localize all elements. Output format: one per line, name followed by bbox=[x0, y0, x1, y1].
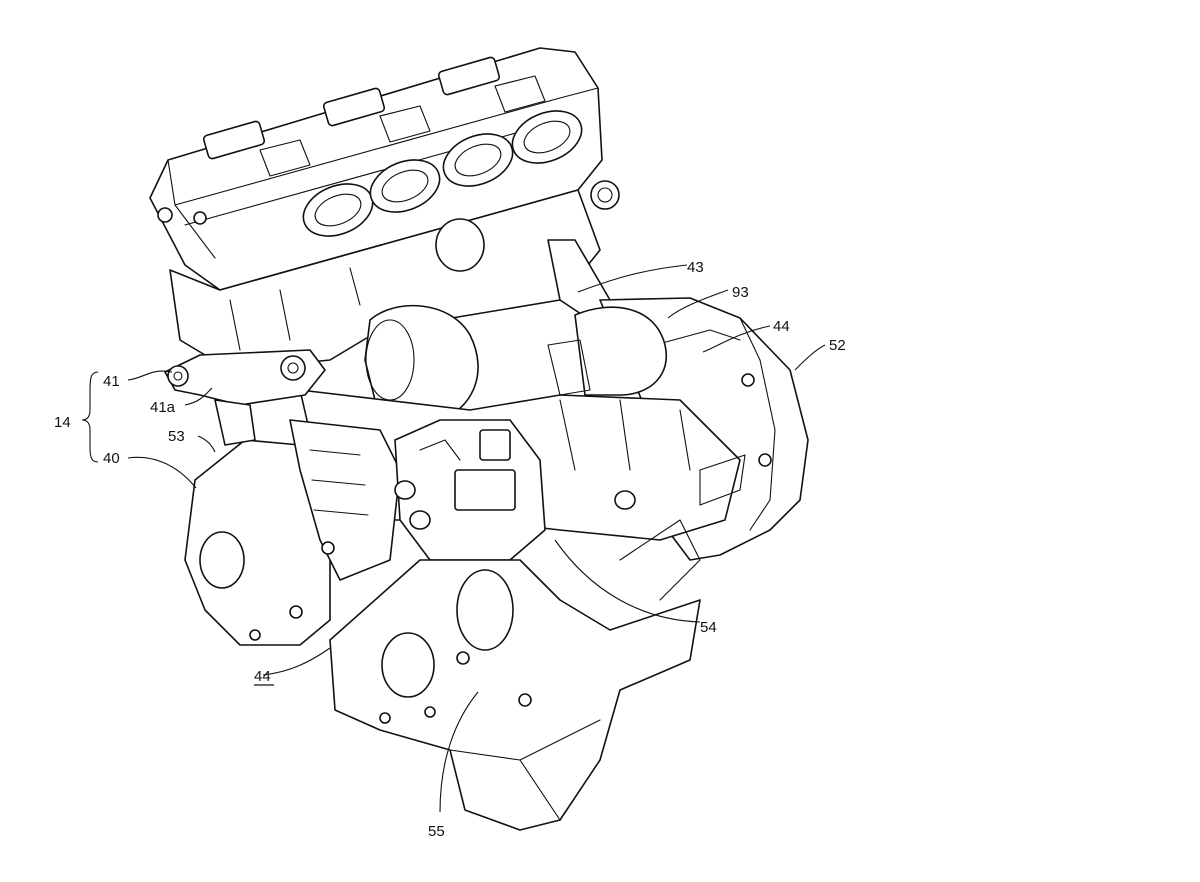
intake-ports bbox=[302, 110, 620, 237]
reference-labels: 14 41 41a 53 40 44 43 93 44 52 54 55 bbox=[54, 259, 846, 840]
oil-pump-area bbox=[394, 419, 546, 561]
label-41a: 41a bbox=[150, 399, 176, 416]
label-54: 54 bbox=[700, 619, 717, 636]
label-41: 41 bbox=[103, 373, 120, 390]
label-44-right: 44 bbox=[773, 318, 790, 335]
label-44-bottom: 44 bbox=[254, 668, 271, 685]
cylinder-head-cover bbox=[149, 47, 603, 291]
leader-lines bbox=[81, 264, 826, 813]
side-boss bbox=[547, 306, 668, 396]
label-52: 52 bbox=[829, 337, 846, 354]
engine-mount-bracket bbox=[164, 349, 326, 446]
label-93: 93 bbox=[732, 284, 749, 301]
label-55: 55 bbox=[428, 823, 445, 840]
cylinder-block bbox=[169, 189, 611, 371]
label-14: 14 bbox=[54, 414, 71, 431]
generator-cover bbox=[184, 439, 331, 646]
label-40: 40 bbox=[103, 450, 120, 467]
crankcase-center bbox=[289, 419, 401, 581]
label-43: 43 bbox=[687, 259, 704, 276]
oil-pan bbox=[329, 519, 701, 831]
label-53: 53 bbox=[168, 428, 185, 445]
